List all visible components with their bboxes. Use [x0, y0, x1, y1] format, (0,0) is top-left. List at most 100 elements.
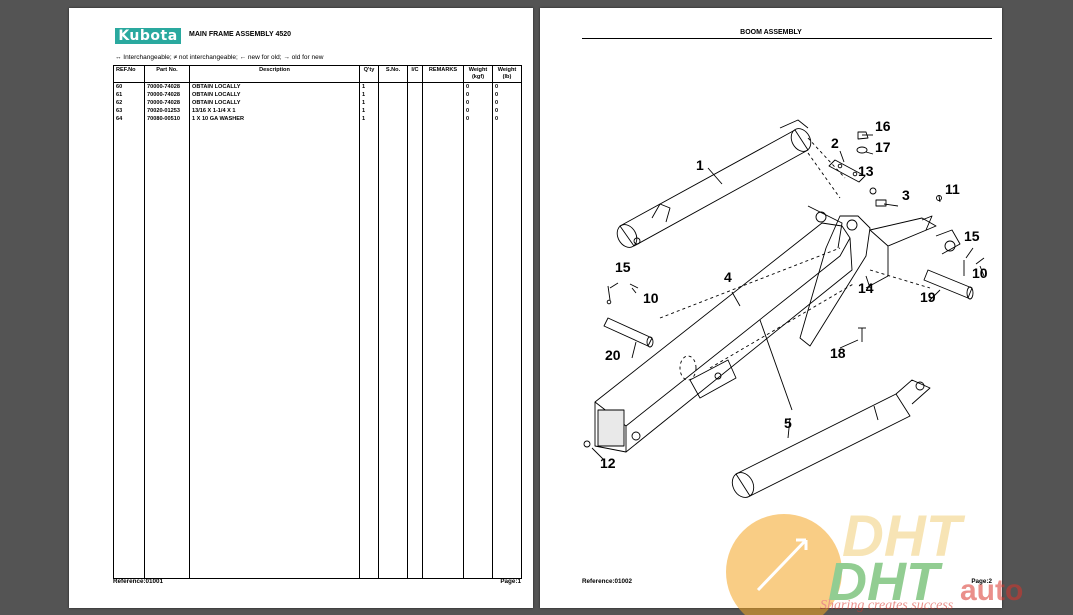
page-number: Page:2 [971, 578, 992, 585]
table-row: 63 70020-01253 13/16 X 1-1/4 X 1 1 0 0 [113, 107, 522, 115]
col-weight-kgf: Weight(kgf) [463, 65, 493, 83]
table-row: 60 70000-74028 OBTAIN LOCALLY 1 0 0 [113, 82, 522, 91]
part-pin-20 [603, 317, 654, 348]
callout-leaders [591, 134, 985, 461]
cell-desc: OBTAIN LOCALLY [189, 91, 360, 99]
cell-part: 70000-74028 [144, 99, 190, 107]
callout-4: 4 [724, 269, 732, 285]
cell-ref: 63 [113, 107, 145, 115]
boom-assembly-diagram: 1 2 16 17 13 3 11 15 10 19 4 14 15 10 20… [583, 118, 988, 498]
cell-lb: 0 [492, 99, 522, 107]
cell-remarks [422, 115, 464, 123]
table-header-row: REF.No Part No. Description Q'ty S.No. I… [113, 65, 522, 83]
callout-3: 3 [902, 187, 910, 203]
callout-12: 12 [600, 455, 616, 471]
page-title: MAIN FRAME ASSEMBLY 4520 [189, 31, 292, 38]
page-number: Page:1 [500, 578, 521, 585]
cell-desc: 13/16 X 1-1/4 X 1 [189, 107, 360, 115]
callout-11: 11 [945, 181, 960, 197]
cell-ic [407, 99, 423, 107]
cell-qty: 1 [359, 91, 379, 99]
diagram-title: BOOM ASSEMBLY [740, 29, 802, 36]
cell-kgf: 0 [463, 91, 493, 99]
callout-15-left: 15 [615, 259, 631, 275]
cell-ic [407, 91, 423, 99]
callout-18: 18 [830, 345, 846, 361]
cell-ref: 60 [113, 82, 145, 91]
cell-part: 70020-01253 [144, 107, 190, 115]
part-cylinder-bottom [731, 379, 931, 498]
cell-ic [407, 82, 423, 91]
cell-sno [378, 115, 408, 123]
cell-sno [378, 82, 408, 91]
col-part: Part No. [144, 65, 190, 83]
callout-13: 13 [858, 163, 874, 179]
part-lower-bracket [679, 355, 737, 399]
callout-20: 20 [605, 347, 621, 363]
callout-1: 1 [696, 157, 704, 173]
part-main-boom [594, 205, 961, 453]
table-filler-row [113, 123, 522, 579]
cell-qty: 1 [359, 82, 379, 91]
cell-sno [378, 91, 408, 99]
col-qty: Q'ty [359, 65, 379, 83]
parts-table: REF.No Part No. Description Q'ty S.No. I… [113, 65, 522, 579]
cell-desc: OBTAIN LOCALLY [189, 82, 360, 91]
table-row: 64 70080-00510 1 X 10 GA WASHER 1 0 0 [113, 115, 522, 123]
pin-alignment-lines [659, 247, 931, 369]
cell-kgf: 0 [463, 99, 493, 107]
cell-sno [378, 99, 408, 107]
page-2: BOOM ASSEMBLY [540, 8, 1002, 608]
part-bolts [583, 257, 985, 448]
cell-kgf: 0 [463, 82, 493, 91]
col-remarks: REMARKS [422, 65, 464, 83]
col-description: Description [189, 65, 360, 83]
cell-part: 70000-74028 [144, 82, 190, 91]
cell-lb: 0 [492, 107, 522, 115]
cell-qty: 1 [359, 107, 379, 115]
cell-ref: 61 [113, 91, 145, 99]
callout-19: 19 [920, 289, 936, 305]
cell-lb: 0 [492, 91, 522, 99]
reference-label: Reference:01002 [582, 578, 633, 585]
cell-ref: 62 [113, 99, 145, 107]
cell-kgf: 0 [463, 107, 493, 115]
callout-14: 14 [858, 280, 874, 296]
cell-part: 70080-00510 [144, 115, 190, 123]
col-sno: S.No. [378, 65, 408, 83]
page-1: Kubota MAIN FRAME ASSEMBLY 4520 ↔ Interc… [69, 8, 533, 608]
callout-17: 17 [875, 139, 891, 155]
table-row: 61 70000-74028 OBTAIN LOCALLY 1 0 0 [113, 91, 522, 99]
callout-10-right: 10 [972, 265, 988, 281]
callout-16: 16 [875, 118, 891, 134]
interchange-legend: ↔ Interchangeable; ≠ not interchangeable… [115, 54, 324, 61]
callout-10-left: 10 [643, 290, 659, 306]
reference-label: Reference:01001 [113, 578, 164, 585]
cell-ref: 64 [113, 115, 145, 123]
cell-sno [378, 107, 408, 115]
col-ref: REF.No [113, 65, 145, 83]
callout-2: 2 [831, 135, 839, 151]
callout-labels: 1 2 16 17 13 3 11 15 10 19 4 14 15 10 20… [600, 118, 988, 471]
cell-remarks [422, 91, 464, 99]
part-plate-2 [828, 159, 866, 183]
cell-kgf: 0 [463, 115, 493, 123]
diagram-linework [583, 119, 985, 498]
cell-remarks [422, 107, 464, 115]
cell-ic [407, 107, 423, 115]
part-cylinder-top [616, 119, 846, 248]
cell-qty: 1 [359, 99, 379, 107]
title-rule [582, 38, 992, 39]
part-hardware-top [856, 131, 942, 207]
kubota-logo: Kubota [115, 28, 181, 44]
cell-part: 70000-74028 [144, 91, 190, 99]
cell-qty: 1 [359, 115, 379, 123]
cell-desc: OBTAIN LOCALLY [189, 99, 360, 107]
col-weight-lb: Weight(lb) [492, 65, 522, 83]
col-ic: I/C [407, 65, 423, 83]
callout-15-right: 15 [964, 228, 980, 244]
cell-ic [407, 115, 423, 123]
cell-lb: 0 [492, 115, 522, 123]
cell-remarks [422, 99, 464, 107]
cell-remarks [422, 82, 464, 91]
